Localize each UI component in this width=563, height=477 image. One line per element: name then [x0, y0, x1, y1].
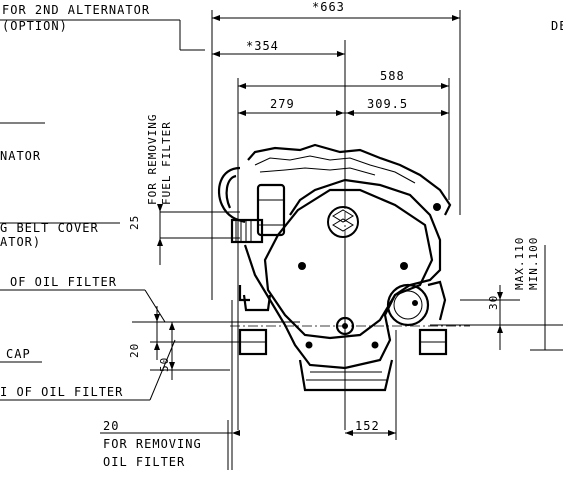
dim-152: 152 — [355, 419, 380, 433]
label-alt2-line1: FOR 2ND ALTERNATOR — [2, 3, 150, 17]
label-belt-cover-line1: G BELT COVER — [0, 221, 99, 235]
label-removing-oil-filter-1: FOR REMOVING — [103, 437, 202, 451]
dim-663: *663 — [312, 0, 345, 14]
dim-50: 50 — [158, 357, 171, 372]
label-belt-cover-line2: ATOR) — [0, 235, 41, 249]
label-20-bottom: 20 — [103, 419, 119, 433]
label-corner: DE — [551, 19, 563, 33]
label-min: MIN.100 — [527, 237, 540, 290]
label-alt2-line2: (OPTION) — [2, 19, 68, 33]
label-max: MAX.110 — [513, 237, 526, 290]
label-alternator: NATOR — [0, 149, 41, 163]
dim-588: 588 — [380, 69, 405, 83]
label-removing-fuel-filter-1: FOR REMOVING — [146, 114, 159, 205]
label-removing-fuel-filter-2: FUEL FILTER — [160, 121, 173, 205]
label-cap: CAP — [6, 347, 31, 361]
label-oil-filter-upper: OF OIL FILTER — [10, 275, 117, 289]
dim-25: 25 — [128, 215, 141, 230]
dim-309-5: 309.5 — [367, 97, 408, 111]
dimension-lines — [0, 10, 563, 470]
engine-body — [217, 140, 470, 400]
dim-354: *354 — [246, 39, 279, 53]
dim-20-left: 20 — [128, 343, 141, 358]
dim-279: 279 — [270, 97, 295, 111]
label-oil-filter-lower: I OF OIL FILTER — [0, 385, 123, 399]
dim-30: 30 — [487, 295, 500, 310]
label-removing-oil-filter-2: OIL FILTER — [103, 455, 185, 469]
